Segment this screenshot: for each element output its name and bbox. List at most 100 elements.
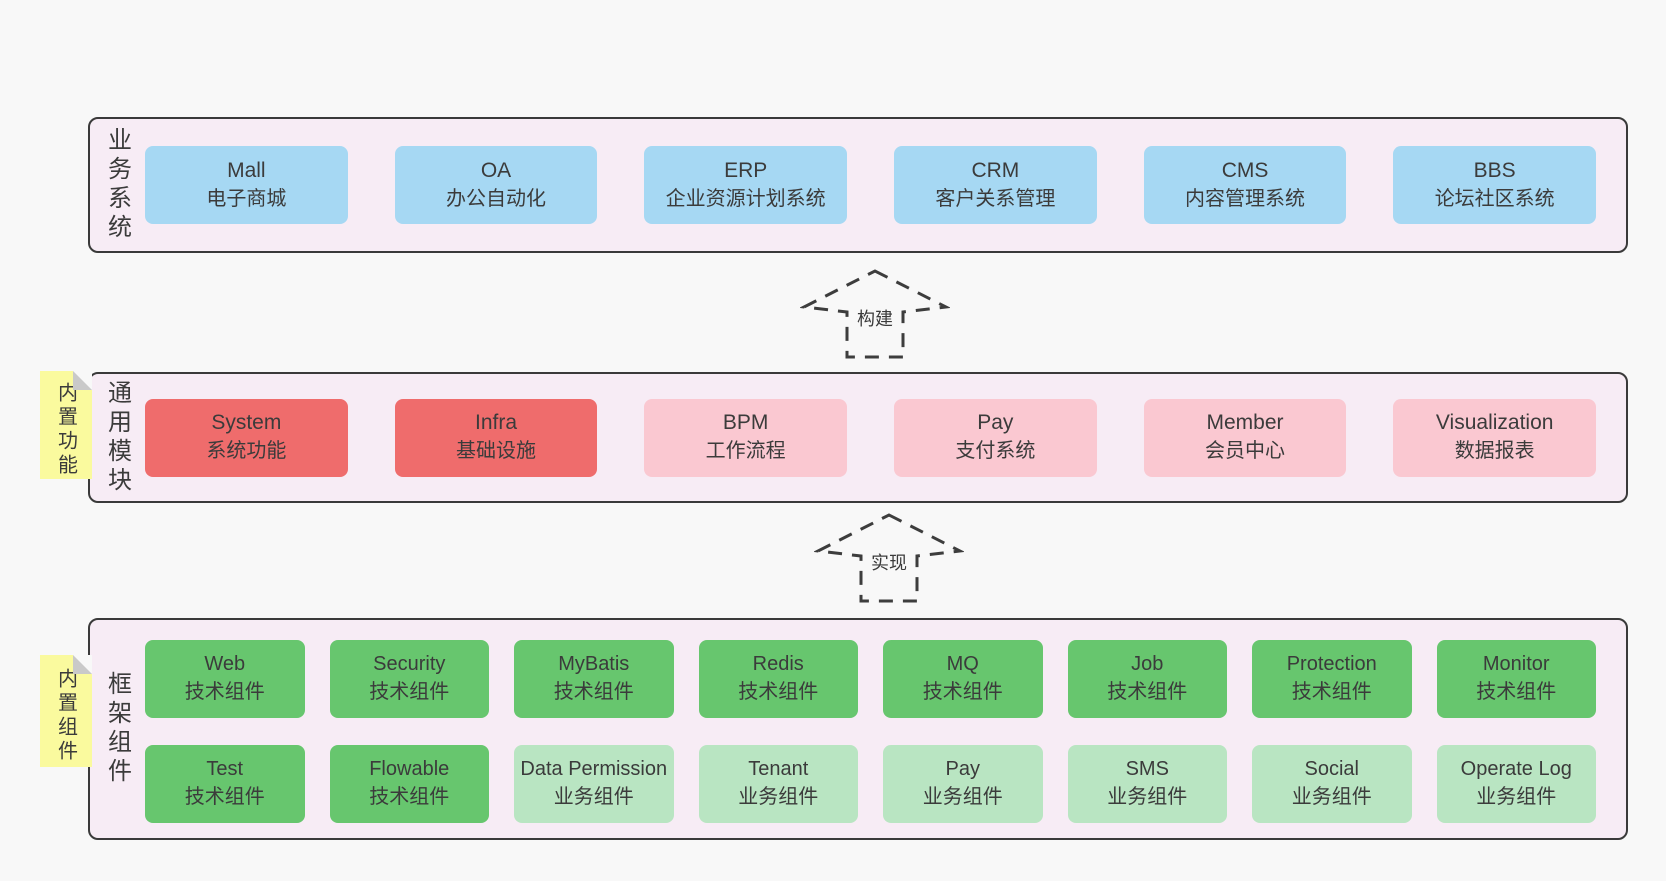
box-data-permission-title: Data Permission — [520, 758, 668, 781]
box-system: System 系统功能 — [145, 398, 348, 477]
box-mybatis-title: MyBatis — [558, 653, 630, 676]
box-member-title: Member — [1206, 411, 1284, 435]
box-member-subtitle: 会员中心 — [1205, 440, 1286, 463]
box-mq-title: MQ — [946, 653, 979, 676]
box-operate-log-title: Operate Log — [1460, 758, 1572, 781]
box-protection-title: Protection — [1286, 653, 1377, 676]
implement-arrow: 实现 — [814, 512, 964, 604]
box-job-title: Job — [1131, 653, 1164, 676]
box-sms-subtitle: 业务组件 — [1107, 786, 1188, 808]
box-flowable-subtitle: 技术组件 — [369, 786, 450, 808]
box-bpm: BPM 工作流程 — [644, 398, 848, 477]
box-system-title: System — [211, 411, 282, 435]
built-in-features-note: 内置功能 — [40, 371, 92, 479]
box-social: Social 业务组件 — [1252, 745, 1412, 823]
box-test-title: Test — [206, 758, 244, 781]
dashed-up-arrow-icon — [814, 513, 964, 603]
box-test: Test 技术组件 — [145, 745, 305, 823]
box-oa: OA 办公自动化 — [394, 146, 598, 224]
box-security: Security 技术组件 — [329, 640, 489, 718]
box-web-subtitle: 技术组件 — [184, 681, 265, 703]
box-oa-title: OA — [480, 158, 512, 182]
box-security-subtitle: 技术组件 — [369, 681, 450, 703]
box-redis-subtitle: 技术组件 — [738, 681, 819, 703]
box-operate-log-subtitle: 业务组件 — [1476, 786, 1557, 808]
built-in-components-note-text: 内置组件 — [54, 668, 77, 764]
layer-framework-components-label: 框架组件 — [103, 671, 131, 787]
box-redis-title: Redis — [752, 653, 804, 676]
layer-business-systems-label: 业务系统 — [103, 127, 131, 243]
layer-common-modules-label: 通用模块 — [103, 379, 131, 496]
box-cms-subtitle: 内容管理系统 — [1185, 187, 1306, 210]
box-pay-component-subtitle: 业务组件 — [922, 786, 1003, 808]
box-flowable: Flowable 技术组件 — [329, 745, 489, 823]
note-fold-corner-icon — [73, 655, 92, 674]
box-mybatis-subtitle: 技术组件 — [553, 681, 634, 703]
box-infra-subtitle: 基础设施 — [456, 440, 536, 463]
box-bbs: BBS 论坛社区系统 — [1393, 146, 1597, 224]
box-tenant: Tenant 业务组件 — [698, 745, 858, 823]
layer-framework-components: 内置组件 框架组件 Web 技术组件 Security 技术组件 MyBatis… — [40, 618, 1628, 840]
box-infra-title: Infra — [474, 411, 518, 435]
component-box-grid: Web 技术组件 Security 技术组件 MyBatis 技术组件 Redi… — [145, 640, 1596, 823]
box-flowable-title: Flowable — [369, 758, 450, 781]
box-bbs-subtitle: 论坛社区系统 — [1434, 187, 1555, 210]
build-arrow-label: 构建 — [853, 305, 897, 331]
box-erp-subtitle: 企业资源计划系统 — [665, 187, 826, 210]
box-security-title: Security — [373, 653, 446, 676]
box-mq: MQ 技术组件 — [883, 640, 1043, 718]
box-crm: CRM 客户关系管理 — [894, 146, 1097, 224]
box-mall: Mall 电子商城 — [145, 146, 348, 224]
box-pay-module-title: Pay — [977, 411, 1014, 435]
box-web: Web 技术组件 — [145, 640, 305, 718]
box-monitor: Monitor 技术组件 — [1436, 640, 1596, 718]
box-bbs-title: BBS — [1473, 158, 1516, 182]
box-cms-title: CMS — [1221, 158, 1269, 182]
box-protection-subtitle: 技术组件 — [1291, 681, 1372, 703]
dashed-up-arrow-icon — [800, 269, 950, 359]
box-social-subtitle: 业务组件 — [1291, 786, 1372, 808]
box-pay-component: Pay 业务组件 — [883, 745, 1043, 823]
box-visualization-subtitle: 数据报表 — [1454, 440, 1535, 463]
box-oa-subtitle: 办公自动化 — [446, 187, 546, 210]
box-sms: SMS 业务组件 — [1067, 745, 1227, 823]
layer-common-modules: 内置功能 通用模块 System 系统功能 Infra 基础设施 BPM 工作流… — [40, 371, 1628, 503]
box-web-title: Web — [204, 653, 246, 676]
layer-business-systems: 业务系统 Mall 电子商城 OA 办公自动化 ERP 企业资源计划系统 CRM… — [88, 117, 1628, 253]
box-monitor-subtitle: 技术组件 — [1476, 681, 1557, 703]
box-crm-subtitle: 客户关系管理 — [935, 187, 1056, 210]
box-pay-module: Pay 支付系统 — [894, 398, 1097, 477]
box-operate-log: Operate Log 业务组件 — [1436, 745, 1596, 823]
box-tenant-title: Tenant — [748, 758, 809, 781]
business-box-row: Mall 电子商城 OA 办公自动化 ERP 企业资源计划系统 CRM 客户关系… — [145, 119, 1597, 251]
box-data-permission-subtitle: 业务组件 — [553, 786, 634, 808]
box-redis: Redis 技术组件 — [698, 640, 858, 718]
box-cms: CMS 内容管理系统 — [1143, 146, 1347, 224]
box-infra: Infra 基础设施 — [394, 398, 598, 477]
box-protection: Protection 技术组件 — [1252, 640, 1412, 718]
box-erp: ERP 企业资源计划系统 — [644, 146, 848, 224]
box-mall-subtitle: 电子商城 — [206, 187, 287, 210]
box-bpm-subtitle: 工作流程 — [705, 440, 786, 463]
build-arrow: 构建 — [800, 268, 950, 360]
box-tenant-subtitle: 业务组件 — [738, 786, 819, 808]
box-social-title: Social — [1304, 758, 1359, 781]
box-mybatis: MyBatis 技术组件 — [514, 640, 674, 718]
box-visualization: Visualization 数据报表 — [1393, 398, 1597, 477]
box-erp-title: ERP — [724, 158, 768, 182]
box-system-subtitle: 系统功能 — [206, 440, 287, 463]
box-pay-module-subtitle: 支付系统 — [955, 440, 1036, 463]
box-visualization-title: Visualization — [1435, 411, 1554, 435]
implement-arrow-label: 实现 — [867, 549, 911, 575]
note-fold-corner-icon — [73, 371, 92, 390]
box-mall-title: Mall — [227, 158, 266, 182]
built-in-components-note: 内置组件 — [40, 655, 92, 767]
box-pay-component-title: Pay — [945, 758, 980, 781]
box-data-permission: Data Permission 业务组件 — [514, 745, 674, 823]
box-job: Job 技术组件 — [1067, 640, 1227, 718]
built-in-features-note-text: 内置功能 — [54, 382, 77, 478]
box-bpm-title: BPM — [722, 411, 769, 435]
box-member: Member 会员中心 — [1143, 398, 1347, 477]
box-crm-title: CRM — [971, 158, 1020, 182]
